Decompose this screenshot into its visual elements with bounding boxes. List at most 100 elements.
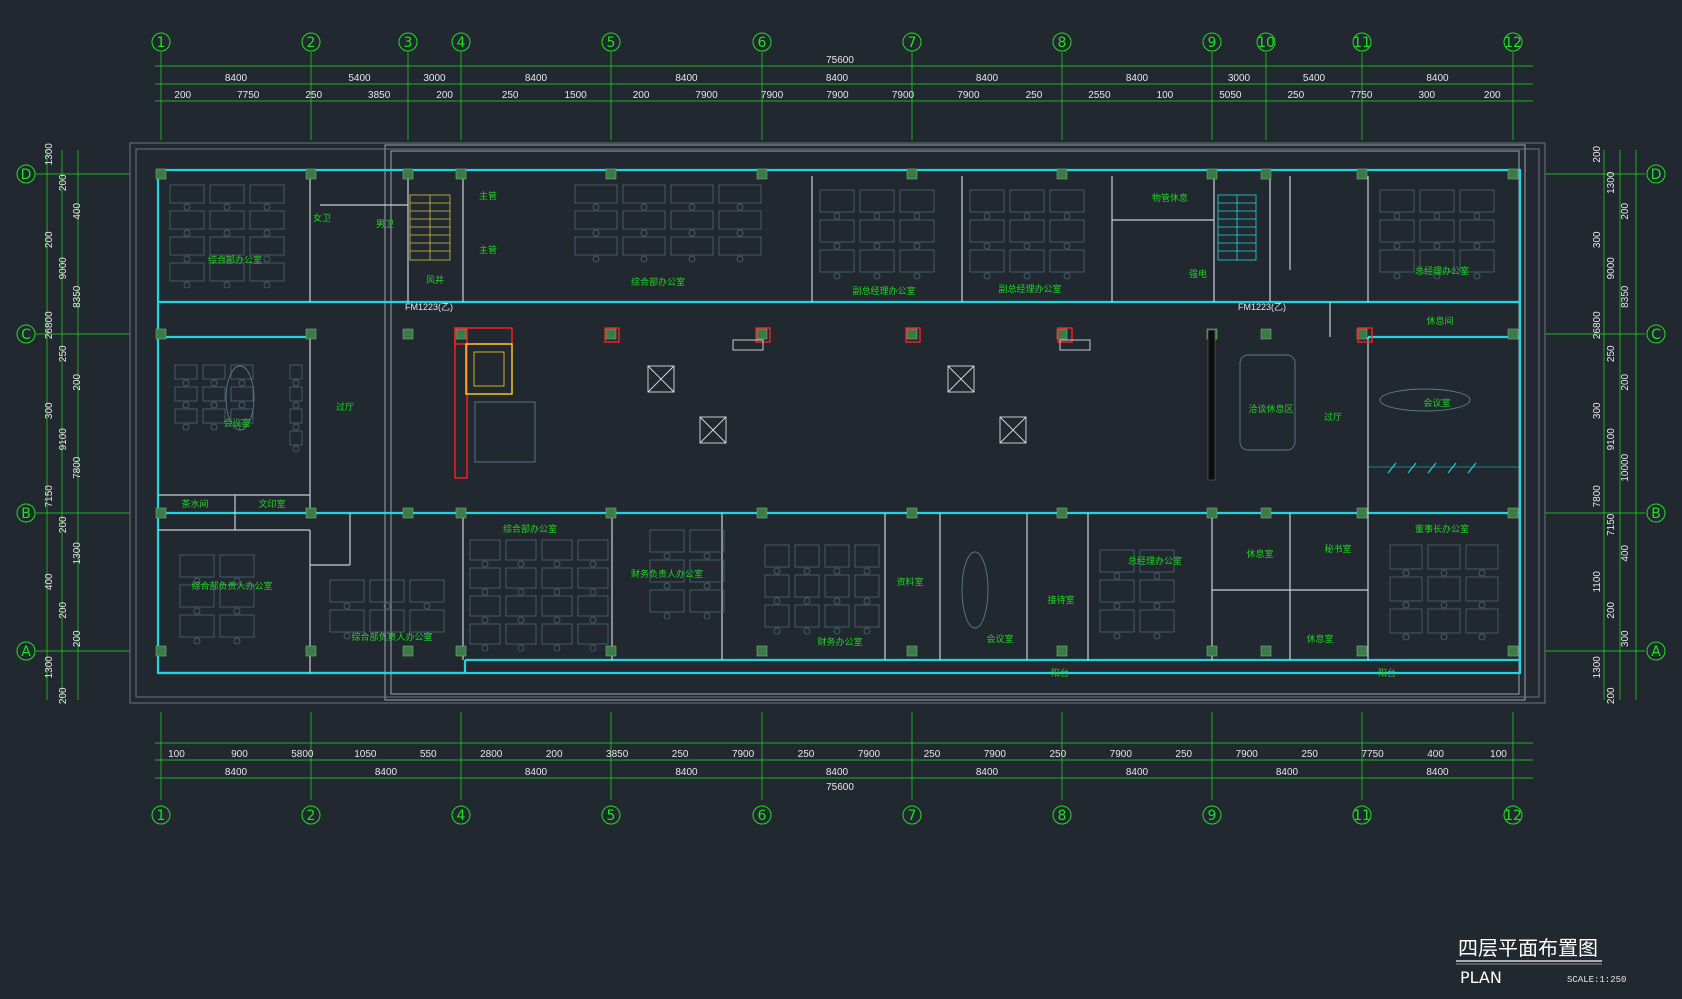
axis-bubble [1352, 805, 1372, 825]
dimension-value: 8400 [976, 73, 999, 84]
desk [577, 539, 609, 561]
desk [670, 236, 714, 256]
dimension-value: 1050 [354, 749, 377, 760]
chair [343, 602, 351, 610]
axis-bubble-label: A [21, 644, 31, 660]
chair [703, 552, 711, 560]
room-label: 会议室 [1423, 397, 1450, 409]
dimension-value: 1300 [1606, 171, 1617, 194]
dimension-value: 250 [58, 345, 69, 362]
column [155, 645, 167, 657]
chair [1440, 633, 1448, 641]
axis-bubble-label: 3 [404, 35, 413, 51]
axis-bubble [1646, 641, 1666, 661]
chair [238, 379, 246, 387]
conference-tables [225, 354, 1471, 629]
dimension-value: 7900 [892, 90, 915, 101]
axis-bubble [752, 805, 772, 825]
chair [873, 212, 881, 220]
column [1056, 645, 1068, 657]
door-tag-left: FM1223(乙) [405, 302, 453, 312]
axis-bubble-label: B [21, 506, 31, 522]
desk [541, 539, 573, 561]
desk [622, 236, 666, 256]
room-label: 综合部办公室 [208, 254, 262, 266]
chair [688, 255, 696, 263]
chair [803, 627, 811, 635]
dimension-value: 7900 [732, 749, 755, 760]
dimension-value: 900 [231, 749, 248, 760]
desk [670, 184, 714, 204]
dimension-value: 10000 [1620, 453, 1631, 481]
chair [1063, 212, 1071, 220]
desk [764, 544, 790, 568]
desk [577, 567, 609, 589]
room-label: 休息室 [1306, 633, 1333, 645]
chair [1433, 212, 1441, 220]
room-label: 财务办公室 [817, 636, 862, 648]
chair [183, 281, 191, 289]
axis-bubble [301, 32, 321, 52]
dimension-value: 1100 [1592, 571, 1603, 593]
dimension-value: 300 [1620, 630, 1631, 647]
desk [1389, 544, 1423, 570]
chair [1440, 569, 1448, 577]
column [605, 507, 617, 519]
structural-columns [155, 168, 1519, 657]
chair [1113, 602, 1121, 610]
dimension-value: 9100 [58, 428, 69, 451]
room-label: 文印室 [258, 498, 285, 510]
desk [1465, 576, 1499, 602]
axis-bubble-label: A [1651, 644, 1661, 660]
desk [1139, 549, 1175, 573]
chair [517, 588, 525, 596]
chair [703, 612, 711, 620]
chair [423, 632, 431, 640]
column [605, 168, 617, 180]
dimension-value: 9000 [58, 257, 69, 280]
chair [292, 401, 300, 409]
chair [193, 577, 201, 585]
dimension-value: 400 [72, 202, 83, 219]
dimension-value: 8400 [1426, 73, 1449, 84]
dimension-value: 3000 [423, 73, 446, 84]
desk [369, 579, 405, 603]
desk [899, 189, 935, 213]
chair [223, 281, 231, 289]
room-label: 男卫 [376, 219, 394, 230]
column [402, 645, 414, 657]
column [1507, 507, 1519, 519]
dimension-value: 250 [1026, 90, 1043, 101]
desk [819, 189, 855, 213]
dimension-value: 250 [1287, 90, 1304, 101]
dimension-value: 250 [1301, 749, 1318, 760]
desk [219, 614, 255, 638]
walls [156, 168, 1522, 675]
chair [773, 597, 781, 605]
chair [863, 627, 871, 635]
axis-bubble [1503, 32, 1523, 52]
chair [223, 203, 231, 211]
dimension-value: 200 [1606, 601, 1617, 618]
chair [873, 242, 881, 250]
column [1507, 645, 1519, 657]
dimension-value: 7900 [957, 90, 980, 101]
room-label: 茶水间 [181, 498, 208, 510]
desk [718, 210, 762, 230]
chair [833, 597, 841, 605]
desk [1419, 189, 1455, 213]
chair [553, 588, 561, 596]
chair [263, 229, 271, 237]
desk [469, 623, 501, 645]
desk [574, 236, 618, 256]
desk [819, 249, 855, 273]
chair [1478, 633, 1486, 641]
chair [736, 255, 744, 263]
desk [1139, 579, 1175, 603]
column [455, 645, 467, 657]
desk [1419, 219, 1455, 243]
desk [1049, 249, 1085, 273]
dimension-value: 7900 [695, 90, 718, 101]
desk [1009, 219, 1045, 243]
axis-bubble [1052, 805, 1072, 825]
